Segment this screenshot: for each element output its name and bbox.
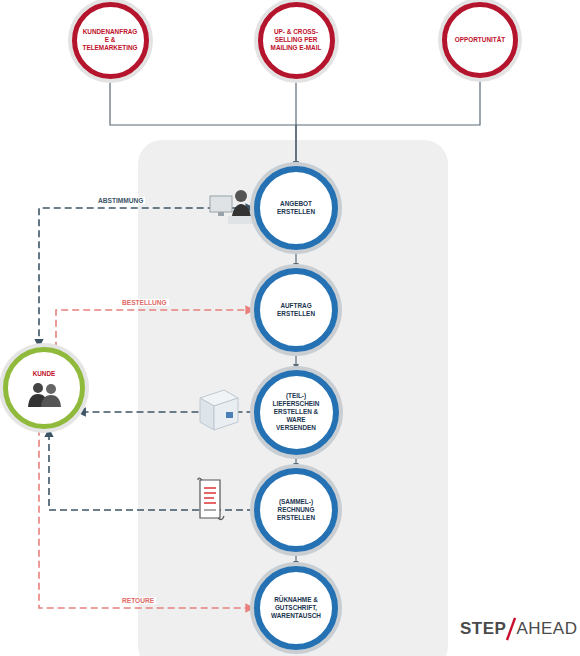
edge-label: ABSTIMMUNG (96, 197, 145, 204)
logo-slash (506, 617, 516, 641)
node-text: RÜKNAHME & GUTSCHRIFT, WARENTAUSCH (268, 596, 324, 620)
flow-connector (295, 455, 296, 469)
parcel-icon (200, 390, 238, 430)
edge-label: BESTELLUNG (120, 299, 169, 306)
actor-circle: KUNDE (3, 347, 85, 429)
process-panel (138, 140, 448, 656)
flow-connector (295, 352, 296, 370)
node-text: AUFTRAG ERSTELLEN (268, 302, 324, 318)
process-circle: (TEIL-) LIEFERSCHEIN ERSTELLEN & WARE VE… (254, 370, 339, 455)
process-circle: UP- & CROSS-SELLING PER MAILING E-MAIL (258, 2, 335, 79)
flow-connector (110, 79, 296, 167)
flow-connector (49, 429, 254, 510)
logo: STEP AHEAD (460, 617, 577, 641)
node-text: (SAMMEL-) RECHNUNG ERSTELLEN (268, 498, 324, 522)
node-text: ANGEBOT ERSTELLEN (268, 200, 324, 216)
logo-text: STEP (460, 619, 506, 639)
invoice-icon (198, 478, 224, 520)
flow-connector (39, 208, 254, 347)
process-circle: ANGEBOT ERSTELLEN (254, 166, 338, 250)
edge-label: RETOURE (120, 597, 156, 604)
flow-connector (295, 552, 296, 566)
process-circle: AUFTRAG ERSTELLEN (254, 268, 338, 352)
node-text: UP- & CROSS-SELLING PER MAILING E-MAIL (268, 28, 324, 52)
node-text: KUNDENANFRAGE & TELEMARKETING (82, 28, 138, 52)
flow-connector (56, 310, 254, 349)
node-text: OPPORTUNITÄT (452, 36, 508, 44)
person-computer-icon (210, 190, 254, 224)
process-circle: KUNDENANFRAGE & TELEMARKETING (72, 2, 149, 79)
flow-connector (39, 429, 254, 608)
flow-connector (295, 250, 296, 268)
people-icon (25, 381, 63, 407)
process-circle: OPPORTUNITÄT (442, 2, 518, 78)
logo-text: AHEAD (516, 619, 577, 639)
node-text: (TEIL-) LIEFERSCHEIN ERSTELLEN & WARE VE… (268, 392, 324, 432)
process-circle: RÜKNAHME & GUTSCHRIFT, WARENTAUSCH (254, 566, 338, 650)
process-circle: (SAMMEL-) RECHNUNG ERSTELLEN (254, 468, 338, 552)
node-text: KUNDE (16, 370, 72, 378)
flow-connector (296, 78, 480, 166)
